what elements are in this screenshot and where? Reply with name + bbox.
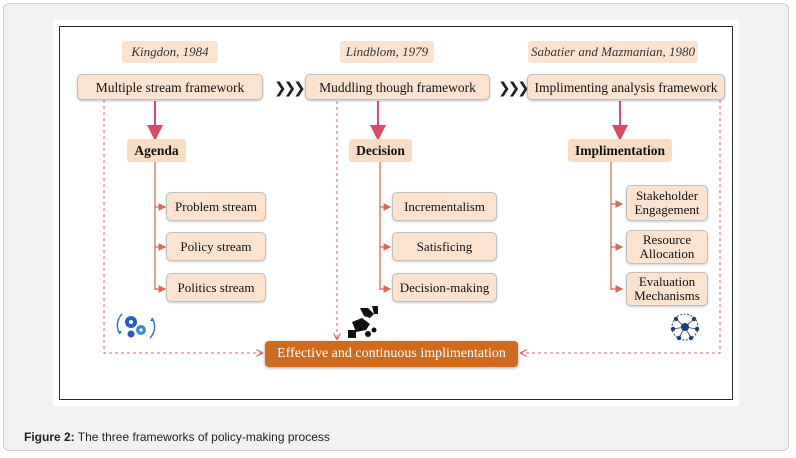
stage-implimentation: Implimentation [568, 139, 672, 162]
author-kingdon: Kingdon, 1984 [122, 41, 218, 63]
item-decision-making: Decision-making [392, 273, 497, 302]
framework-multiple-stream: Multiple stream framework [77, 74, 263, 100]
stage-decision: Decision [349, 139, 412, 162]
framework-muddling-through: Muddling though framework [305, 74, 490, 100]
caption-text: The three frameworks of policy-making pr… [74, 430, 330, 444]
stage-agenda: Agenda [127, 139, 186, 162]
item-satisficing: Satisficing [392, 232, 497, 261]
chevrons-icon: ❯❯❯ [498, 79, 530, 97]
chevrons-icon: ❯❯❯ [274, 79, 306, 97]
author-sabatier: Sabatier and Mazmanian, 1980 [528, 41, 698, 63]
framework-implimenting-analysis: Implimenting analysis framework [527, 74, 725, 100]
item-policy-stream: Policy stream [166, 232, 266, 261]
people-network-icon [670, 313, 700, 341]
dashed-right-path [521, 88, 721, 353]
item-stakeholder-engagement: Stakeholder Engagement [626, 185, 708, 221]
item-evaluation-mechanisms: Evaluation Mechanisms [626, 272, 708, 306]
item-politics-stream: Politics stream [166, 273, 266, 302]
item-incrementalism: Incrementalism [392, 192, 497, 221]
outcome-box: Effective and continuous implimentation [265, 341, 518, 367]
diagram-frame [59, 26, 733, 400]
caption-label: Figure 2: [24, 430, 75, 444]
author-lindblom: Lindblom, 1979 [340, 41, 434, 63]
item-resource-allocation: Resource Allocation [626, 230, 708, 264]
figure-caption: Figure 2: The three frameworks of policy… [24, 430, 330, 444]
handshake-icon [348, 306, 378, 338]
item-problem-stream: Problem stream [166, 192, 266, 221]
dashed-left-path [103, 88, 262, 353]
gears-icon [116, 313, 156, 339]
